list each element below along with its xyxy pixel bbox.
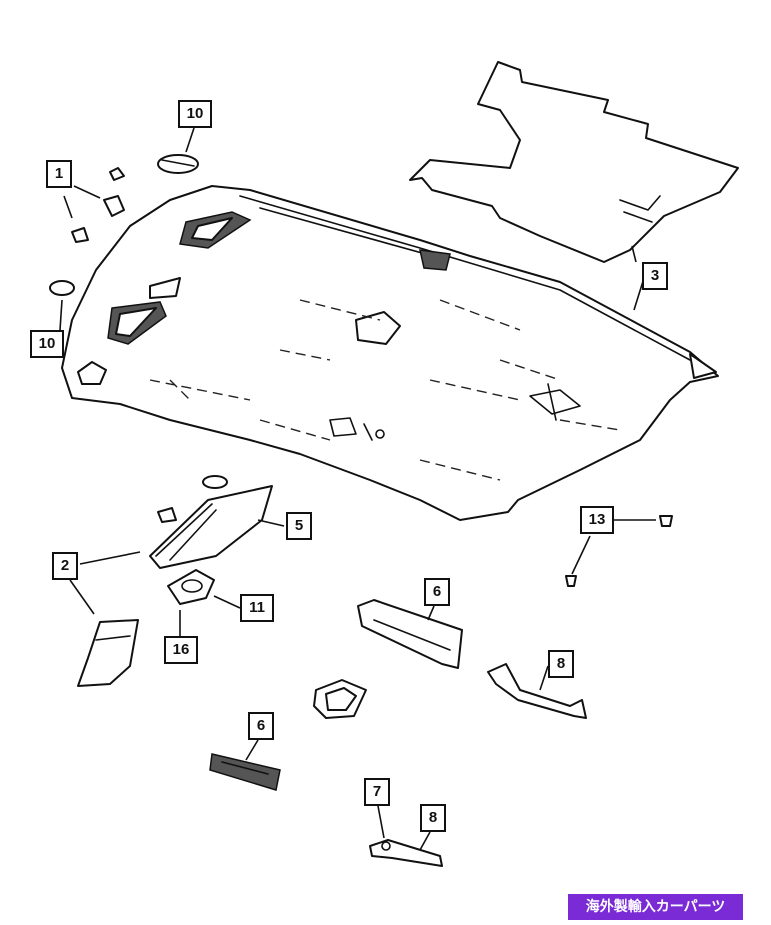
callout-16: 16 [164, 636, 198, 664]
callout-10-lower: 10 [30, 330, 64, 358]
callout-3: 3 [642, 262, 668, 290]
grab-handle-upper [487, 663, 587, 719]
overhead-bezel [313, 679, 367, 719]
sun-visor-right [149, 475, 273, 569]
callout-6-upper: 6 [424, 578, 450, 606]
callout-7: 7 [364, 778, 390, 806]
overhead-console [209, 753, 281, 791]
grab-handle-lower [369, 839, 443, 867]
push-pins [565, 515, 673, 587]
insulation-pad [409, 61, 739, 263]
callout-10-upper: 10 [178, 100, 212, 128]
callout-13: 13 [580, 506, 614, 534]
clip-parts [71, 167, 125, 243]
sun-visor-left [77, 619, 139, 687]
retainer-parts [49, 154, 199, 296]
callout-1: 1 [46, 160, 72, 188]
callout-8-lower: 8 [420, 804, 446, 832]
dome-lamp [167, 569, 215, 605]
headliner-panel [61, 185, 719, 521]
watermark-badge: 海外製輸入カーパーツ [568, 894, 743, 920]
trim-panel [357, 599, 463, 669]
callout-8-upper: 8 [548, 650, 574, 678]
leader-lines [59, 127, 656, 851]
callout-2: 2 [52, 552, 78, 580]
callout-6-lower: 6 [248, 712, 274, 740]
callout-11: 11 [240, 594, 274, 622]
callout-5: 5 [286, 512, 312, 540]
